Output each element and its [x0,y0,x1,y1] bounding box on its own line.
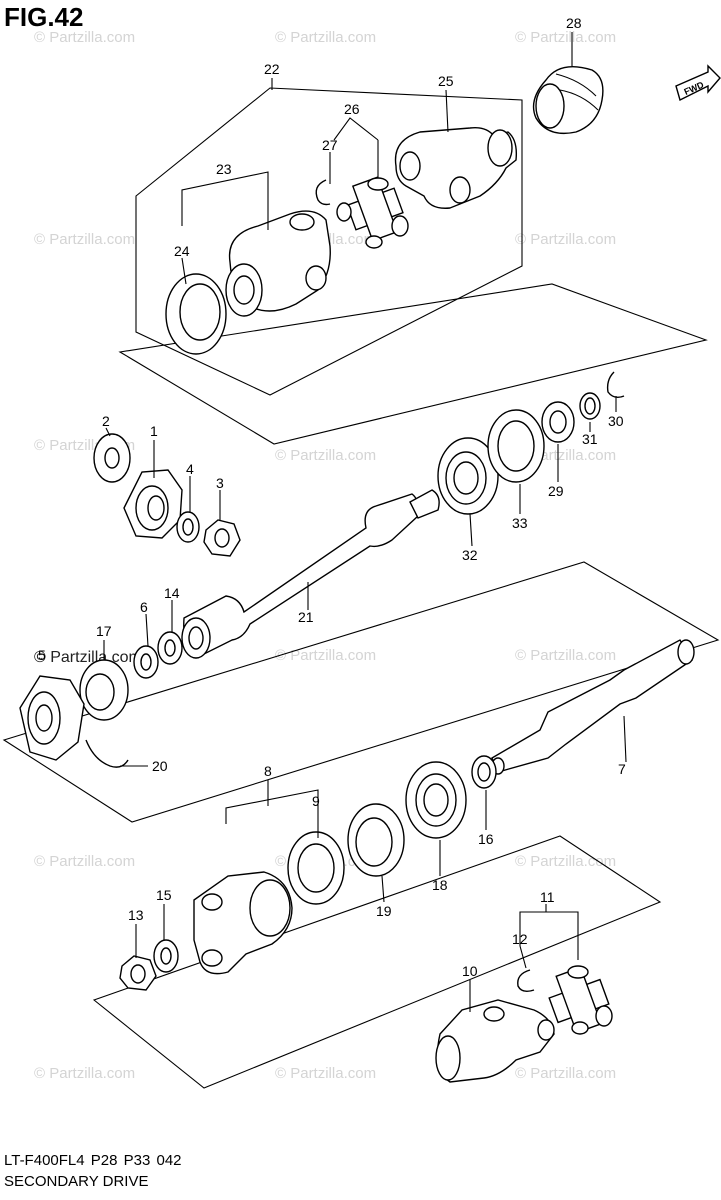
group-box-middle [118,283,708,445]
group-box-main-shaft [2,561,720,823]
callout-20: 20 [152,758,168,774]
part-1-bevel-gear[interactable] [123,469,183,539]
watermark: © Partzilla.com [275,647,376,664]
callout-31: 31 [582,431,598,447]
part-9-seal[interactable] [287,831,345,905]
part-24-seal-ring[interactable] [165,273,227,355]
part-20-circlip[interactable] [85,739,129,768]
part-11-cross-joint[interactable] [548,965,613,1035]
part-23-yoke[interactable] [225,210,331,317]
model-code: LT-F400FL4 P28 P33 042 [4,1152,182,1169]
part-15-washer[interactable] [153,939,179,973]
callout-4: 4 [186,461,194,477]
callout-6: 6 [140,599,148,615]
callout-28: 28 [566,15,582,31]
callout-labels: 28 22 25 26 27 23 24 2 1 4 3 31 30 29 33… [38,15,626,979]
part-2-washer[interactable] [93,433,131,483]
part-25-yoke[interactable] [394,126,518,209]
callout-18: 18 [432,877,448,893]
part-19-seal[interactable] [347,803,405,877]
callout-27: 27 [322,137,338,153]
watermark: © Partzilla.com [34,853,135,870]
part-30-circlip[interactable] [606,371,625,399]
part-17-bearing[interactable] [79,659,129,721]
watermark: © Partzilla.com [515,231,616,248]
part-8-yoke[interactable] [193,871,293,975]
callout-1: 1 [150,423,158,439]
watermark: © Partzilla.com [34,231,135,248]
part-18-bearing[interactable] [405,761,467,839]
watermark: © Partzilla.com [275,447,376,464]
callout-23: 23 [216,161,232,177]
fwd-arrow-icon: FWD [675,64,721,102]
callout-19: 19 [376,903,392,919]
group-box-upper [135,87,523,396]
callout-12: 12 [512,931,528,947]
part-10-yoke[interactable] [435,999,555,1083]
part-3-nut[interactable] [203,519,241,557]
part-16-o-ring[interactable] [471,755,497,789]
callout-9: 9 [312,793,320,809]
callout-17: 17 [96,623,112,639]
callout-25: 25 [438,73,454,89]
watermark: © Partzilla.com [275,29,376,46]
callout-10: 10 [462,963,478,979]
callout-15: 15 [156,887,172,903]
callout-26: 26 [344,101,360,117]
callout-2: 2 [102,413,110,429]
part-32-bearing[interactable] [437,437,499,515]
part-26-cross-joint[interactable] [336,176,409,249]
callout-13: 13 [128,907,144,923]
watermark: © Partzilla.com [515,1065,616,1082]
callout-29: 29 [548,483,564,499]
callout-32: 32 [462,547,478,563]
callout-21: 21 [298,609,314,625]
watermark: © Partzilla.com [515,29,616,46]
watermark: © Partzilla.com [515,853,616,870]
part-13-nut[interactable] [119,955,157,991]
figure-title: FIG.42 [4,2,84,32]
callout-30: 30 [608,413,624,429]
part-4-washer[interactable] [176,511,200,543]
part-31-o-ring[interactable] [579,392,601,420]
callout-33: 33 [512,515,528,531]
part-6-washer[interactable] [133,645,159,679]
leader-lines [103,32,627,1012]
callout-14: 14 [164,585,180,601]
callout-24: 24 [174,243,190,259]
callout-22: 22 [264,61,280,77]
section-title: SECONDARY DRIVE [4,1173,149,1190]
part-7-output-shaft[interactable] [491,639,695,775]
part-5-bevel-gear[interactable] [19,675,85,761]
watermark: © Partzilla.com [34,29,135,46]
watermark: © Partzilla.com [515,647,616,664]
part-29-spacer[interactable] [541,401,575,443]
group-box-lower [92,835,662,1089]
callout-5: 5 [38,647,46,663]
callout-16: 16 [478,831,494,847]
callout-3: 3 [216,475,224,491]
part-21-propeller-shaft[interactable] [181,489,440,659]
part-14-washer[interactable] [157,631,183,665]
watermark-dark: © Partzilla.com [34,649,142,666]
watermark: © Partzilla.com [275,1065,376,1082]
part-12-circlip[interactable] [517,969,535,993]
part-27-circlip[interactable] [315,179,331,206]
part-28-boot[interactable] [532,66,604,135]
callout-7: 7 [618,761,626,777]
callout-8: 8 [264,763,272,779]
part-33-oil-seal[interactable] [487,409,545,483]
watermark: © Partzilla.com [34,1065,135,1082]
callout-11: 11 [540,889,555,905]
